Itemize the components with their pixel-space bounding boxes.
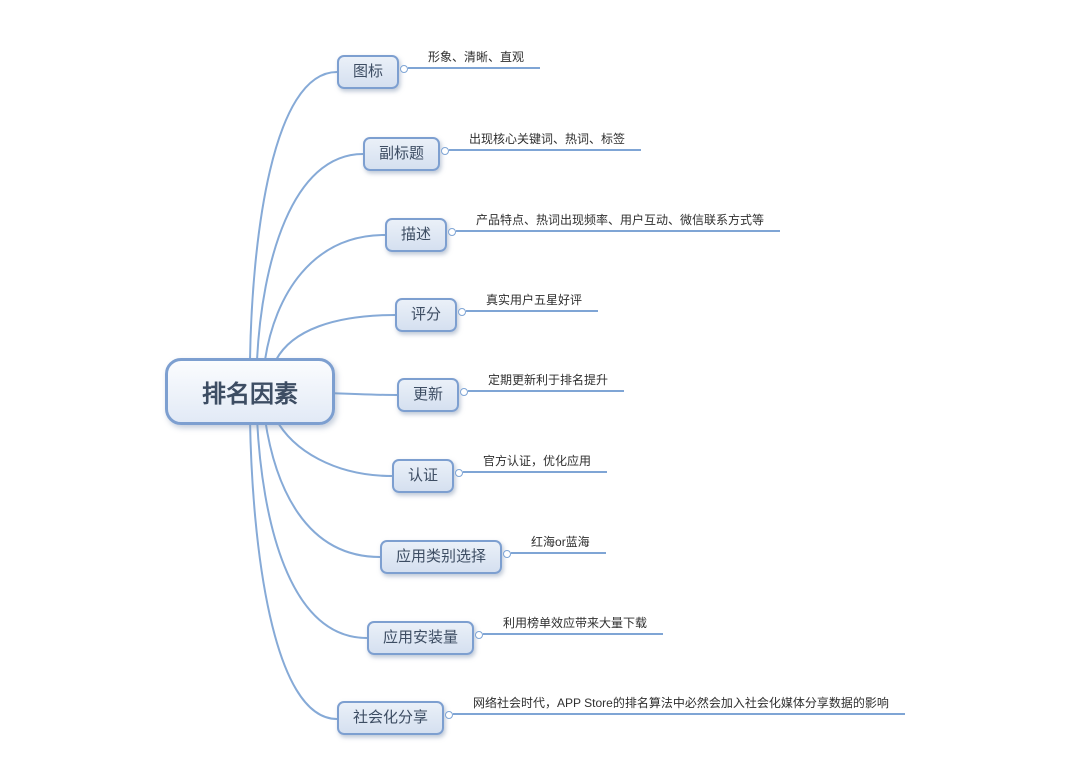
connector-curve-description [264,234,386,361]
topic-node-icon[interactable]: 图标 [337,55,400,89]
topic-node-subtitle[interactable]: 副标题 [363,137,441,171]
subtopic-note-social-share[interactable]: 网络社会时代，APP Store的排名算法中必然会加入社会化媒体分享数据的影响 [453,696,905,715]
connector-curve-social [249,418,338,720]
branch-icon: 图标 形象、清晰、直观 [337,50,541,90]
connector-curve-icon [249,71,338,361]
branch-certification: 认证 官方认证，优化应用 [392,454,608,494]
topic-node-app-category[interactable]: 应用类别选择 [380,540,503,574]
subtopic-note-icon[interactable]: 形象、清晰、直观 [408,50,541,69]
branch-description: 描述 产品特点、热词出现频率、用户互动、微信联系方式等 [385,213,781,253]
topic-node-update[interactable]: 更新 [397,378,460,412]
branch-subtitle: 副标题 出现核心关键词、热词、标签 [363,132,642,172]
collapse-handle-description[interactable] [448,228,457,236]
subtopic-note-rating[interactable]: 真实用户五星好评 [466,293,599,312]
collapse-handle-update[interactable] [460,388,469,396]
subtopic-note-update[interactable]: 定期更新利于排名提升 [468,373,625,392]
collapse-handle-certification[interactable] [455,469,464,477]
subtopic-note-install-volume[interactable]: 利用榜单效应带来大量下载 [483,616,664,635]
branch-install-volume: 应用安装量 利用榜单效应带来大量下载 [367,616,664,656]
branch-social-share: 社会化分享 网络社会时代，APP Store的排名算法中必然会加入社会化媒体分享… [337,696,905,736]
topic-node-social-share[interactable]: 社会化分享 [337,701,445,735]
connector-curve-update [328,392,398,396]
branch-rating: 评分 真实用户五星好评 [395,293,599,333]
collapse-handle-social-share[interactable] [445,711,454,719]
collapse-handle-rating[interactable] [458,308,467,316]
collapse-handle-icon[interactable] [400,65,409,73]
topic-node-install-volume[interactable]: 应用安装量 [367,621,475,655]
connector-curve-certification [275,418,393,477]
topic-node-certification[interactable]: 认证 [392,459,455,493]
collapse-handle-app-category[interactable] [503,550,512,558]
subtopic-note-app-category[interactable]: 红海or蓝海 [511,535,606,554]
connector-curve-subtitle [256,153,364,361]
subtopic-note-certification[interactable]: 官方认证，优化应用 [463,454,608,473]
collapse-handle-install-volume[interactable] [475,631,484,639]
collapse-handle-subtitle[interactable] [441,147,450,155]
branch-update: 更新 定期更新利于排名提升 [397,373,625,413]
connector-curve-category [264,418,381,558]
connector-curve-installs [256,418,368,639]
connector-curve-rating [275,314,396,361]
branch-app-category: 应用类别选择 红海or蓝海 [380,535,606,575]
topic-node-description[interactable]: 描述 [385,218,448,252]
topic-node-rating[interactable]: 评分 [395,298,458,332]
subtopic-note-subtitle[interactable]: 出现核心关键词、热词、标签 [449,132,642,151]
root-topic[interactable]: 排名因素 [165,358,335,425]
subtopic-note-description[interactable]: 产品特点、热词出现频率、用户互动、微信联系方式等 [456,213,781,232]
